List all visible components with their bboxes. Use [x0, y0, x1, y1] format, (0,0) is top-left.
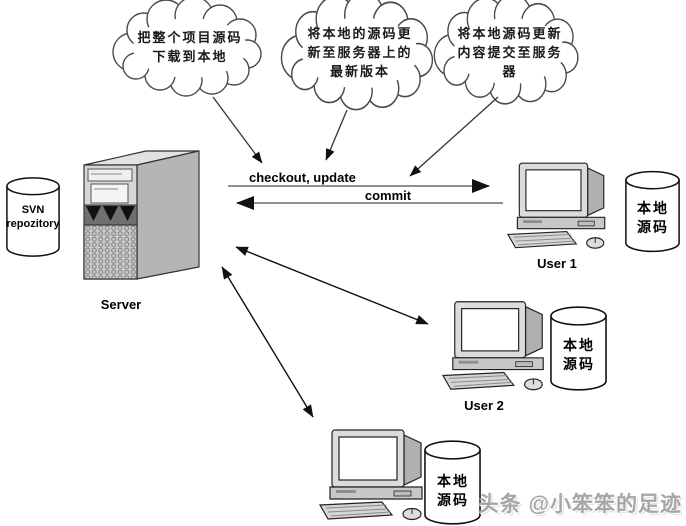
user1-local-line2: 源码 — [637, 219, 669, 235]
cloud-checkout-line2: 下载到本地 — [152, 49, 228, 64]
cloud-checkout-text: 把整个项目源码 下载到本地 — [137, 28, 242, 66]
user2-local-label: 本地 源码 — [563, 336, 595, 374]
cloud-commit-line1: 将本地源码更新 — [457, 26, 563, 41]
user1-label: User 1 — [537, 256, 577, 271]
user3-computer — [319, 429, 423, 521]
commit-label: commit — [364, 188, 412, 203]
user2-label: User 2 — [464, 398, 504, 413]
cloud-update-line3: 最新版本 — [329, 64, 391, 79]
cloud-update-line2: 新至服务器上的 — [307, 45, 413, 60]
svn-repository-line1: SVN — [21, 204, 45, 216]
cloud-checkout-line1: 把整个项目源码 — [137, 30, 243, 45]
user2-computer — [442, 301, 544, 391]
arrow-cloud3-to-commit — [409, 96, 499, 177]
checkout-update-label: checkout, update — [249, 170, 356, 185]
server-user2-arrow — [235, 246, 429, 325]
cloud-commit-line2: 内容提交至服务 — [457, 45, 563, 60]
server-tower — [83, 150, 200, 280]
watermark-text: 头条 @小笨笨的足迹 — [477, 493, 682, 516]
user3-local-line2: 源码 — [437, 492, 469, 508]
user2-local-line1: 本地 — [563, 337, 595, 353]
user1-local-label: 本地 源码 — [637, 199, 669, 237]
arrow-cloud1-to-checkout — [212, 96, 263, 164]
user2-local-line2: 源码 — [563, 356, 595, 372]
svn-repository-line2: repozitory — [6, 218, 60, 230]
user1-local-line1: 本地 — [637, 200, 669, 216]
user3-local-line1: 本地 — [437, 473, 469, 489]
cloud-commit-line3: 器 — [502, 64, 518, 79]
cloud-update-text: 将本地的源码更 新至服务器上的 最新版本 — [307, 24, 412, 81]
cloud-commit-text: 将本地源码更新 内容提交至服务 器 — [457, 24, 562, 81]
server-label: Server — [100, 297, 142, 312]
svn-repository-label: SVN repozitory — [6, 203, 59, 231]
cloud-update-line1: 将本地的源码更 — [307, 26, 413, 41]
arrow-cloud2-to-update — [325, 109, 348, 161]
user1-computer — [507, 162, 606, 249]
server-user3-arrow — [221, 266, 314, 418]
user3-local-label: 本地 源码 — [437, 472, 469, 510]
